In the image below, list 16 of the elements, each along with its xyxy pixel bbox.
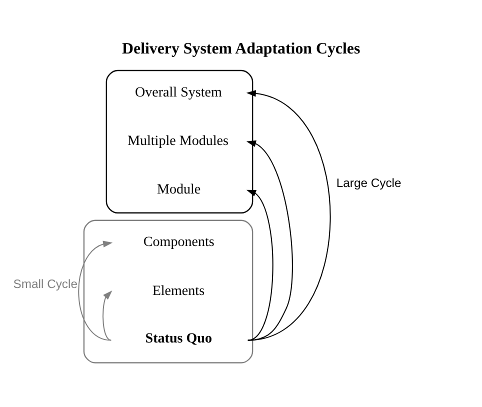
cluster [106,69,254,214]
node-text: Overall System [135,84,222,100]
edge-label: Small Cycle [13,276,78,290]
node-text: Elements [152,282,205,298]
diagram-title: Delivery System Adaptation Cycles [122,40,360,57]
node-text: Components [143,234,214,250]
node-text: Status Quo [145,330,212,346]
arrow [102,290,112,340]
node-text: Module [157,181,201,198]
arrow [246,90,331,340]
edge-label: Large Cycle [336,176,402,190]
arrow [246,189,274,340]
node-text: Multiple Modules [128,132,228,148]
arrow [246,140,293,340]
arrow [78,240,113,340]
cluster [83,219,254,363]
